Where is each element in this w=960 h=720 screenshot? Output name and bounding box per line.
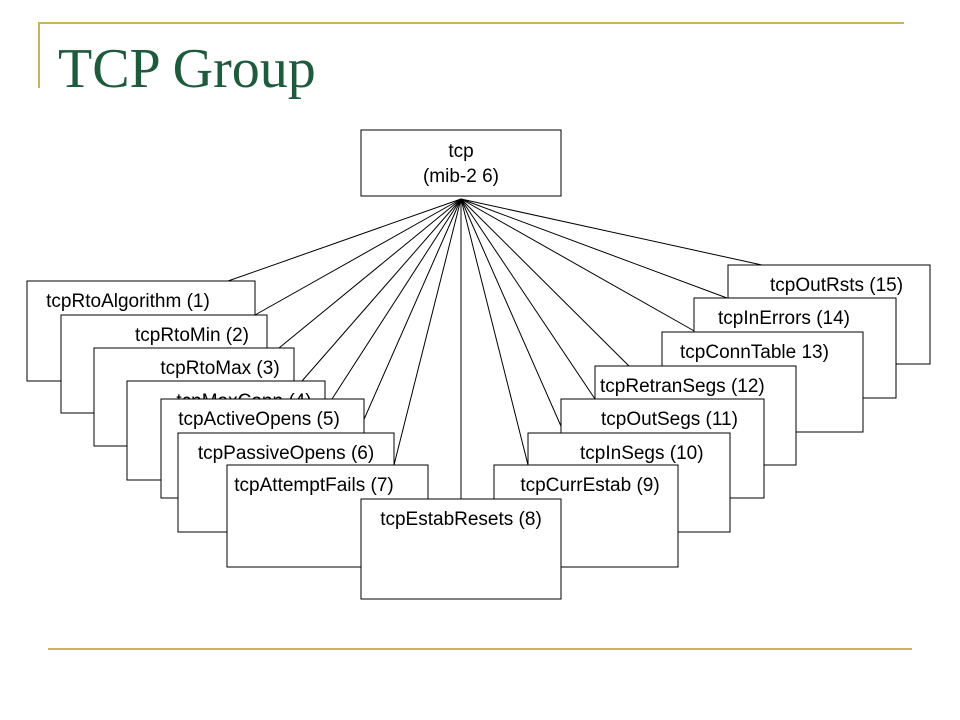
root-node: tcp (mib-2 6) — [360, 129, 562, 197]
root-label-name: tcp — [448, 141, 473, 162]
node-label-tcpInSegs: tcpInSegs (10) — [580, 443, 704, 464]
node-label-tcpInErrors: tcpInErrors (14) — [718, 308, 850, 329]
connector-tcpInErrors — [460, 198, 728, 299]
connector-tcpRtoAlgorithm — [227, 198, 462, 282]
node-label-tcpEstabResets: tcpEstabResets (8) — [380, 509, 542, 530]
bottom-rule — [48, 648, 912, 650]
root-box — [360, 129, 562, 197]
slide-title: TCP Group — [58, 38, 316, 100]
node-label-tcpCurrEstab: tcpCurrEstab (9) — [520, 475, 659, 496]
connector-tcpOutSegs — [460, 198, 596, 400]
node-label-tcpRtoMax: tcpRtoMax (3) — [160, 358, 279, 379]
connector-tcpRtoMin — [254, 198, 462, 316]
connector-tcpOutRsts — [460, 198, 763, 266]
node-label-tcpOutRsts: tcpOutRsts (15) — [770, 275, 903, 296]
node-label-tcpActiveOpens: tcpActiveOpens (5) — [178, 409, 340, 430]
top-rule — [38, 22, 904, 24]
node-label-tcpRtoMin: tcpRtoMin (2) — [135, 325, 249, 346]
node-label-tcpConnTable: tcpConnTable 13) — [680, 342, 829, 363]
connector-lines — [227, 198, 763, 499]
node-label-tcpOutSegs: tcpOutSegs (11) — [601, 409, 738, 430]
node-label-tcpPassiveOpens: tcpPassiveOpens (6) — [198, 443, 374, 464]
root-label-oid: (mib-2 6) — [423, 166, 499, 187]
connector-tcpCurrEstab — [460, 198, 529, 466]
connector-tcpRtoMax — [278, 198, 462, 349]
connector-tcpAttemptFails — [393, 198, 462, 466]
connector-tcpPassiveOpens — [357, 198, 462, 434]
connector-tcpMaxConn — [301, 198, 462, 382]
left-rule — [38, 22, 40, 88]
child-boxes: tcpRtoAlgorithm (1) tcpOutRsts (15) tcpRto… — [26, 264, 931, 600]
node-box-tcpEstabResets — [360, 498, 562, 600]
node-label-tcpRtoAlgorithm: tcpRtoAlgorithm (1) — [46, 291, 210, 312]
connector-tcpInSegs — [460, 198, 565, 434]
node-tcpEstabResets: tcpEstabResets (8) — [360, 498, 562, 600]
connector-tcpRetranSegs — [460, 198, 630, 367]
node-label-tcpRetranSegs: tcpRetranSegs (12) — [600, 376, 765, 397]
connector-tcpConnTable — [460, 198, 697, 333]
node-label-tcpAttemptFails: tcpAttemptFails (7) — [234, 475, 393, 496]
connector-tcpActiveOpens — [331, 198, 462, 400]
